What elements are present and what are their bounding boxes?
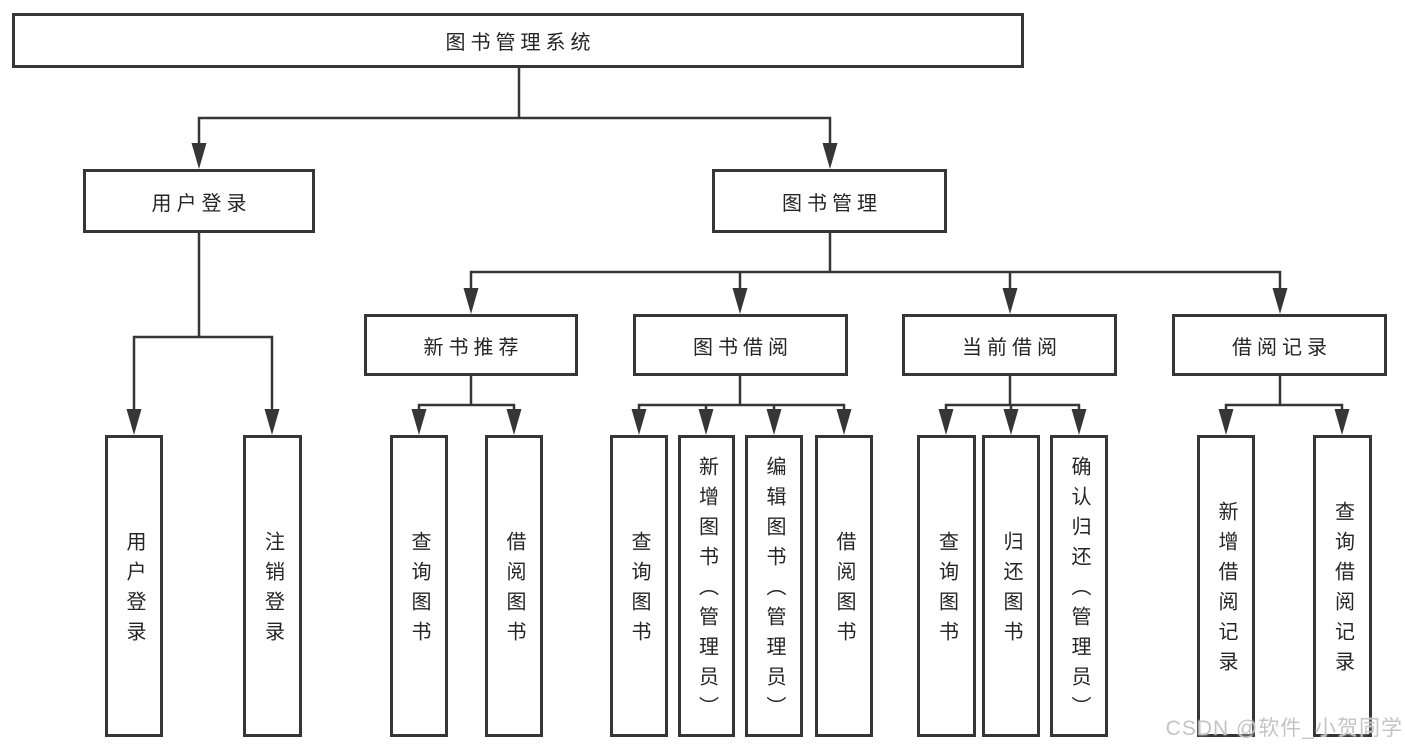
- arrowhead-down-icon: [836, 409, 852, 435]
- edge-currentborrow-rail: [944, 403, 1081, 411]
- node-new-book-recommend: 新书推荐: [364, 314, 578, 376]
- leaf-confirm-return-admin: 确认归还（管理员）: [1050, 435, 1108, 737]
- node-borrow-records: 借阅记录: [1172, 314, 1387, 376]
- node-new-book-recommend-label: 新书推荐: [423, 336, 524, 359]
- edge-bookmgmt-rail: [469, 270, 1282, 290]
- leaf-query-borrow-record: 查询借阅记录: [1313, 435, 1372, 737]
- arrowhead-down-icon: [1071, 409, 1087, 435]
- node-root-label: 图书管理系统: [445, 32, 596, 54]
- edge-userlogin-rail: [132, 335, 274, 412]
- arrowhead-down-icon: [411, 409, 427, 435]
- leaf-query-borrow-record-label: 查询借阅记录: [1331, 501, 1354, 681]
- node-borrow-records-label: 借阅记录: [1232, 336, 1332, 359]
- arrowhead-down-icon: [1003, 409, 1019, 435]
- arrowhead-down-icon: [506, 409, 522, 435]
- leaf-borrow-books-borrow: 借阅图书: [815, 435, 873, 737]
- node-book-management: 图书管理: [712, 169, 947, 233]
- arrowhead-down-icon: [631, 409, 647, 435]
- node-current-borrow: 当前借阅: [902, 314, 1117, 376]
- leaf-borrow-books-borrow-label: 借阅图书: [833, 531, 855, 651]
- arrowhead-down-icon: [1002, 288, 1018, 314]
- leaf-logout: 注销登录: [243, 435, 302, 737]
- leaf-user-login: 用户登录: [105, 435, 163, 737]
- node-current-borrow-label: 当前借阅: [962, 336, 1062, 359]
- node-book-management-label: 图书管理: [782, 192, 882, 215]
- leaf-borrow-books-recommend-label: 借阅图书: [503, 531, 525, 651]
- node-user-login: 用户登录: [83, 169, 315, 233]
- leaf-query-books-current-label: 查询图书: [935, 531, 958, 651]
- arrowhead-down-icon: [126, 409, 142, 435]
- leaf-confirm-return-admin-label: 确认归还（管理员）: [1068, 456, 1090, 726]
- node-book-borrow-label: 图书借阅: [693, 336, 793, 359]
- arrowhead-down-icon: [698, 409, 714, 435]
- leaf-add-borrow-record: 新增借阅记录: [1197, 435, 1255, 737]
- arrowheads: [126, 143, 1350, 435]
- leaf-logout-label: 注销登录: [261, 531, 284, 651]
- arrowhead-down-icon: [264, 409, 280, 435]
- edge-bookborrow-rail: [637, 403, 846, 411]
- connector-lines: [132, 68, 1344, 412]
- arrowhead-down-icon: [732, 288, 748, 314]
- leaf-add-book-admin: 新增图书（管理员）: [678, 435, 735, 737]
- leaf-query-books-recommend: 查询图书: [390, 435, 448, 737]
- leaf-query-books-current: 查询图书: [917, 435, 976, 737]
- leaf-add-book-admin-label: 新增图书（管理员）: [695, 456, 718, 726]
- arrowhead-down-icon: [822, 143, 838, 169]
- leaf-edit-book-admin: 编辑图书（管理员）: [745, 435, 803, 737]
- arrowhead-down-icon: [191, 143, 207, 169]
- leaf-return-book: 归还图书: [982, 435, 1040, 737]
- csdn-watermark: CSDN @软件_小贺同学: [1165, 717, 1403, 740]
- arrowhead-down-icon: [1272, 288, 1288, 314]
- leaf-edit-book-admin-label: 编辑图书（管理员）: [763, 456, 785, 726]
- node-book-borrow: 图书借阅: [633, 314, 848, 376]
- node-user-login-label: 用户登录: [151, 192, 252, 215]
- arrowhead-down-icon: [463, 288, 479, 314]
- leaf-user-login-label: 用户登录: [123, 531, 145, 651]
- node-root: 图书管理系统: [12, 13, 1024, 68]
- arrowhead-down-icon: [766, 409, 782, 435]
- leaf-query-books-borrow-label: 查询图书: [628, 531, 650, 651]
- leaf-borrow-books-recommend: 借阅图书: [485, 435, 543, 737]
- leaf-add-borrow-record-label: 新增借阅记录: [1215, 501, 1237, 681]
- leaf-query-books-borrow: 查询图书: [610, 435, 668, 737]
- edge-records-rail: [1224, 403, 1344, 411]
- arrowhead-down-icon: [1334, 409, 1350, 435]
- leaf-return-book-label: 归还图书: [1000, 531, 1022, 651]
- edge-root-rail: [197, 116, 832, 145]
- leaf-query-books-recommend-label: 查询图书: [408, 531, 430, 651]
- edge-newrec-rail: [417, 403, 516, 411]
- arrowhead-down-icon: [1218, 409, 1234, 435]
- arrowhead-down-icon: [938, 409, 954, 435]
